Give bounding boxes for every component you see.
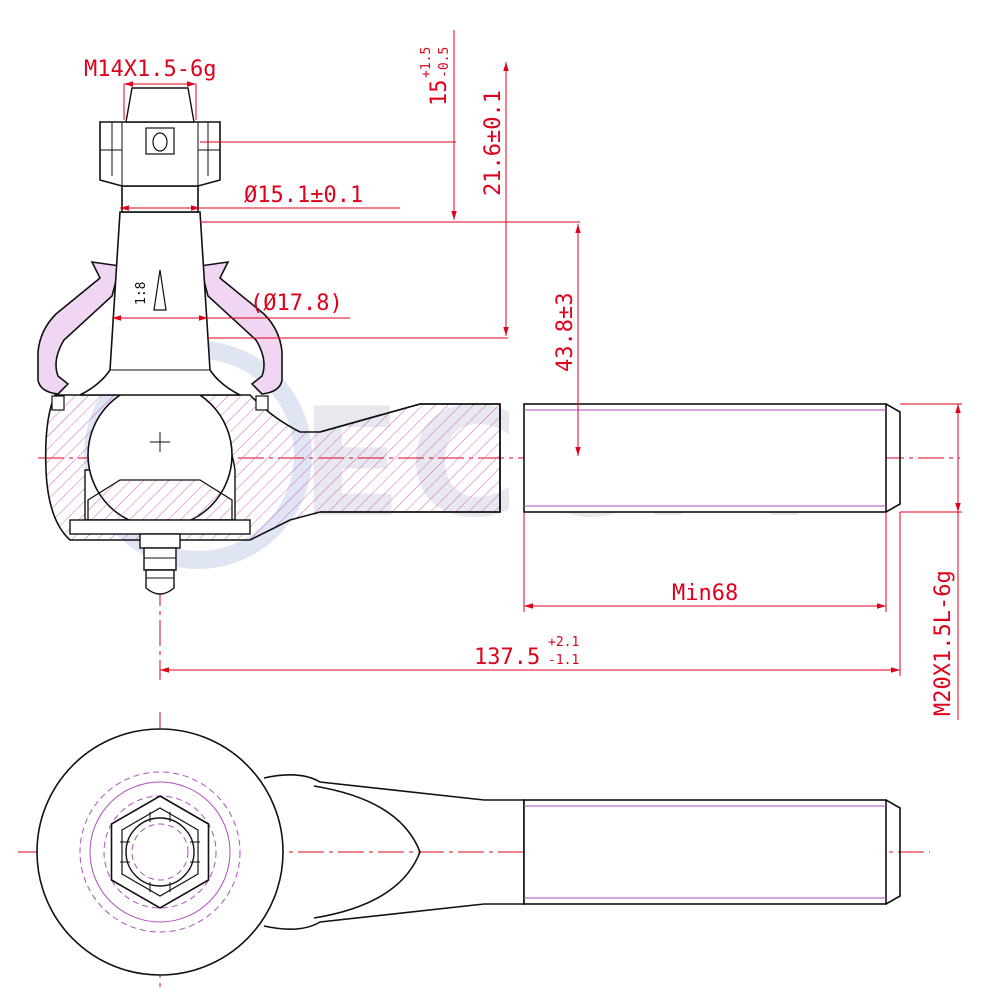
threaded-shank [523,403,887,513]
dim-thread-end: M20X1.5L-6g [931,570,956,716]
dim-thread-length: Min68 [672,581,738,606]
dust-boot-right [198,260,283,395]
dim-thread-top: M14X1.5-6g [84,57,216,82]
dust-boot-left [37,260,122,395]
shank-taper [319,403,501,513]
top-threaded-shank [523,799,887,905]
grease-fitting [139,533,181,549]
cotter-pin-hole [152,132,168,152]
dim-height-43: 43.8±3 [553,293,578,372]
taper-arrow [153,269,167,311]
front-view: 1:8 [37,87,960,680]
dim-height-15-tol-upper: +1.5 [419,47,434,78]
dim-diameter-17: (Ø17.8) [250,291,343,316]
arm-taper [313,785,421,919]
dimension-lines: M14X1.5-6g Ø15.1±0.1 (Ø17.8) 15 +1.5 -0.… [84,30,962,720]
castle-nut [99,87,221,213]
dim-total-length: 137.5 [474,645,540,670]
dim-diameter-15: Ø15.1±0.1 [244,183,363,208]
top-view [18,712,930,990]
taper-label: 1:8 [134,282,149,305]
dim-height-15: 15 [427,80,452,107]
dim-total-length-tol-lower: -1.1 [548,653,579,668]
dim-height-15-tol-lower: -0.5 [437,47,452,78]
dim-height-21: 21.6±0.1 [481,90,506,196]
dim-total-length-tol-upper: +2.1 [548,635,579,650]
